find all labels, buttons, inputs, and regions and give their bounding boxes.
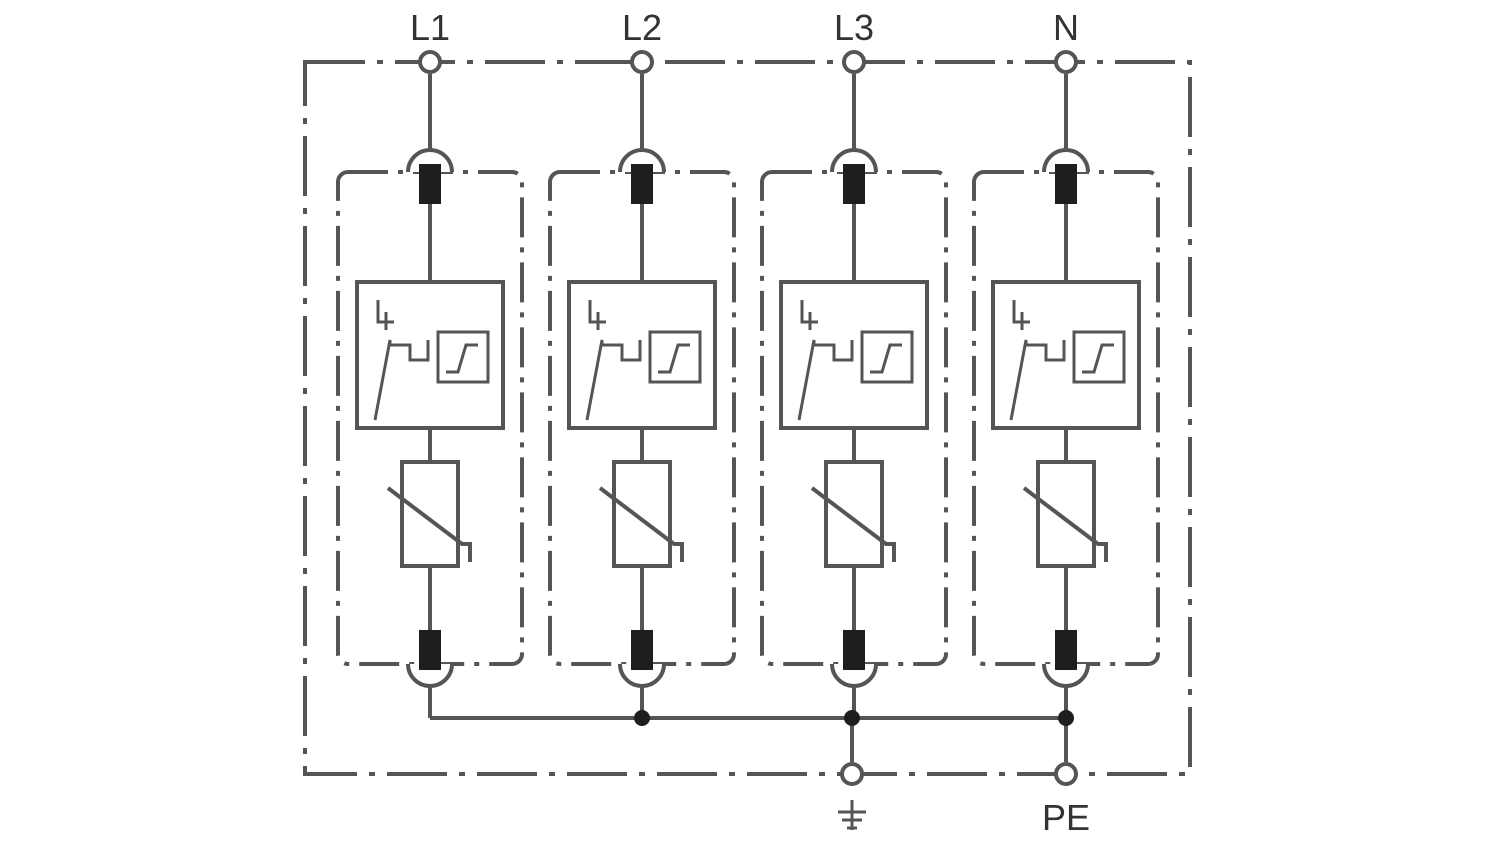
thermal-symbol: [800, 300, 818, 330]
contact-block: [631, 630, 653, 670]
contact-block: [843, 630, 865, 670]
terminal-top: [842, 50, 866, 74]
terminal-label-l2: L2: [622, 7, 662, 48]
contact-block: [419, 164, 441, 204]
terminal-ground: [840, 762, 864, 786]
terminal-label-n: N: [1053, 7, 1079, 48]
indicator-symbol: [446, 343, 478, 374]
contact-block: [631, 164, 653, 204]
terminal-top: [418, 50, 442, 74]
varistor: [400, 460, 460, 568]
thermal-disconnector-box: [779, 280, 929, 430]
status-indicator-box: [1072, 330, 1126, 384]
varistor: [1036, 460, 1096, 568]
status-indicator-box: [436, 330, 490, 384]
common-bus: [430, 716, 1068, 762]
contact-block: [1055, 630, 1077, 670]
contact-block: [419, 630, 441, 670]
varistor-slash: [1022, 486, 1108, 562]
terminal-top: [1054, 50, 1078, 74]
varistor: [612, 460, 672, 568]
module-2: [548, 50, 736, 718]
terminal-label-l3: L3: [834, 7, 874, 48]
terminal-label-l1: L1: [410, 7, 450, 48]
switch-symbol: [1009, 339, 1066, 421]
switch-symbol: [797, 339, 854, 421]
indicator-symbol: [870, 343, 902, 374]
varistor-slash: [386, 486, 472, 562]
terminal-top: [630, 50, 654, 74]
switch-symbol: [373, 339, 430, 421]
bus-junction-dot: [844, 710, 860, 726]
terminal-label-pe: PE: [1042, 797, 1090, 838]
status-indicator-box: [860, 330, 914, 384]
thermal-disconnector-box: [567, 280, 717, 430]
varistor-slash: [810, 486, 896, 562]
varistor-slash: [598, 486, 684, 562]
indicator-symbol: [658, 343, 690, 374]
outer-housing: [303, 60, 1192, 776]
thermal-disconnector-box: [355, 280, 505, 430]
module-1: [336, 50, 524, 718]
thermal-symbol: [376, 300, 394, 330]
module-3: [760, 50, 948, 718]
thermal-symbol: [588, 300, 606, 330]
ground-icon: [838, 800, 866, 830]
contact-block: [1055, 164, 1077, 204]
thermal-disconnector-box: [991, 280, 1141, 430]
status-indicator-box: [648, 330, 702, 384]
thermal-symbol: [1012, 300, 1030, 330]
switch-symbol: [585, 339, 642, 421]
indicator-symbol: [1082, 343, 1114, 374]
varistor: [824, 460, 884, 568]
bus-junction-dot: [634, 710, 650, 726]
module-4: [972, 50, 1160, 718]
terminal-pe: [1054, 762, 1078, 786]
bus-junction-dot: [1058, 710, 1074, 726]
contact-block: [843, 164, 865, 204]
